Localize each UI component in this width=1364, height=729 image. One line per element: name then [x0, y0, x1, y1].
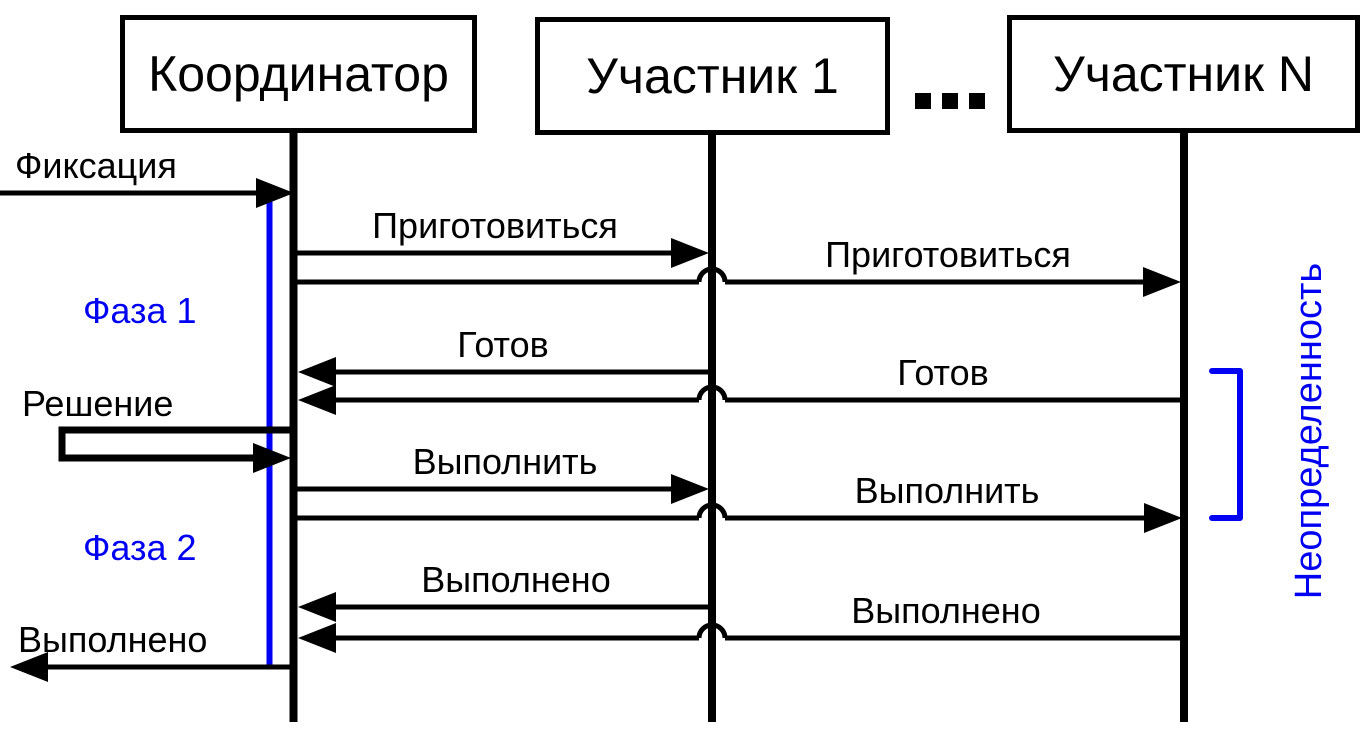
arrow-done-n	[298, 622, 1184, 653]
message-label-ready-n: Готов	[897, 352, 989, 393]
arrow-ready-1	[298, 357, 712, 387]
message-label-prepare-n: Приготовиться	[825, 234, 1071, 275]
actors-ellipsis: ...	[915, 92, 985, 110]
arrow-prepare-n	[297, 266, 1181, 297]
phase-2-label: Фаза 2	[83, 527, 197, 568]
message-label-done-out: Выполнено	[18, 619, 208, 660]
arrow-ready-n	[298, 384, 1184, 415]
actor-label-participant-n: Участник N	[1053, 46, 1314, 102]
ellipsis-dot	[942, 93, 958, 109]
ellipsis-dot	[915, 93, 931, 109]
message-label-execute-1: Выполнить	[412, 441, 598, 482]
message-label-commit-request-in: Фиксация	[15, 145, 177, 186]
message-label-prepare-1: Приготовиться	[372, 205, 618, 246]
message-label-execute-n: Выполнить	[854, 470, 1040, 511]
message-label-done-n: Выполнено	[851, 590, 1041, 631]
uncertainty-bracket	[1209, 368, 1243, 521]
arrow-done-1	[298, 592, 712, 622]
actor-label-participant-1: Участник 1	[586, 48, 839, 104]
arrow-prepare-1	[297, 238, 709, 268]
actor-box-participant-1: Участник 1	[535, 17, 890, 135]
arrow-execute-n	[297, 502, 1182, 533]
ellipsis-dot	[969, 93, 985, 109]
message-label-decision: Решение	[22, 383, 174, 424]
arrow-commit-request-in	[0, 178, 294, 208]
arrow-done-out	[10, 652, 293, 682]
actor-label-coordinator: Координатор	[148, 46, 449, 102]
arrow-decision-self	[58, 426, 297, 473]
message-label-done-1: Выполнено	[421, 559, 611, 600]
actor-box-participant-n: Участник N	[1007, 15, 1360, 133]
actor-box-coordinator: Координатор	[120, 15, 477, 133]
uncertainty-label: Неопределенность	[1288, 262, 1330, 600]
message-label-ready-1: Готов	[457, 324, 549, 365]
phase-1-label: Фаза 1	[83, 290, 197, 331]
arrow-execute-1	[297, 474, 709, 504]
